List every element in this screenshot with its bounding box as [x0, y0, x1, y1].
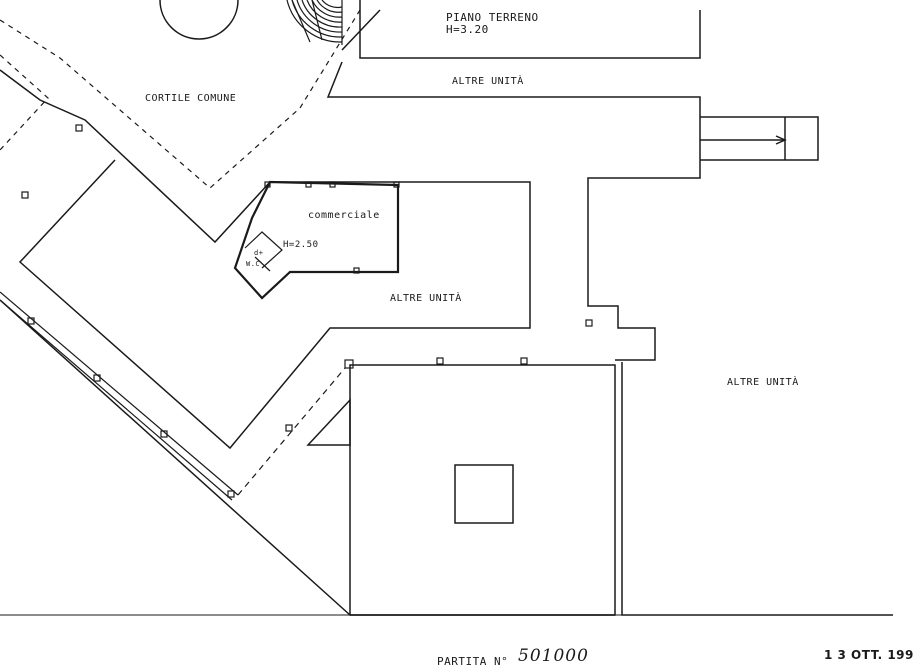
commerciale-unit-wall: [233, 180, 400, 300]
partita-label: PARTITA N°: [437, 655, 509, 668]
wall-markers: [21, 124, 593, 498]
top-building-wall: [341, 0, 701, 59]
courtyard-boundary-left: [0, 54, 49, 151]
lower-block-dashed: [237, 367, 346, 496]
courtyard-label: CORTILE COMUNE: [145, 93, 237, 104]
other-units-top-label: ALTRE UNITÀ: [452, 76, 524, 87]
commerciale-unit-inner: [244, 231, 283, 272]
left-block-wall: [0, 69, 531, 450]
upper-corridor-wall: [326, 61, 701, 361]
other-units-middle-label: ALTRE UNITÀ: [390, 293, 462, 304]
unit-height-label: H=2.50: [283, 240, 319, 250]
left-block-inner-wall: [0, 291, 239, 501]
d-label: d+: [254, 249, 264, 257]
date-stamp: 1 3 OTT. 199: [824, 648, 914, 662]
wc-label: W.C: [246, 260, 261, 268]
curved-stairs: [286, 0, 343, 45]
unit-label: commerciale: [308, 210, 380, 221]
right-block-wall: [621, 362, 893, 616]
floor-plan-drawing: [0, 0, 893, 616]
circular-feature: [159, 0, 239, 40]
floor-title: PIANO TERRENO: [446, 11, 539, 24]
square-feature: [454, 464, 514, 524]
lower-block-wall: [349, 364, 616, 616]
floor-height: H=3.20: [446, 23, 489, 36]
triangle-feature: [306, 398, 351, 446]
partita-number: 501000: [518, 646, 589, 666]
diagonal-outer-wall: [0, 299, 351, 616]
entry-ramp: [700, 116, 819, 161]
other-units-right-label: ALTRE UNITÀ: [727, 377, 799, 388]
